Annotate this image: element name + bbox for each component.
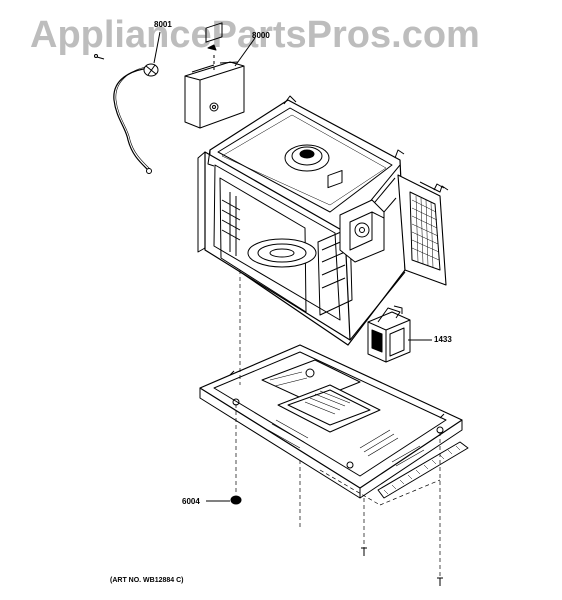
watermark-logo: AppliancePartsPros.com (30, 14, 480, 56)
base-plate-part (199, 344, 469, 499)
callout-6004: 6004 (182, 497, 200, 506)
art-number: (ART NO. WB12884 C) (110, 577, 184, 584)
alignment-lines (235, 270, 441, 578)
callout-8001: 8001 (154, 20, 172, 29)
wire-harness-part (94, 31, 161, 174)
mounting-bracket-part (184, 22, 256, 129)
side-vent-panel-part (397, 174, 449, 286)
foot-part (206, 495, 242, 505)
callout-8000: 8000 (252, 31, 270, 40)
screws (361, 547, 443, 586)
transformer-part (367, 305, 432, 363)
callout-1433: 1433 (434, 335, 452, 344)
oven-cavity-part (197, 95, 406, 346)
